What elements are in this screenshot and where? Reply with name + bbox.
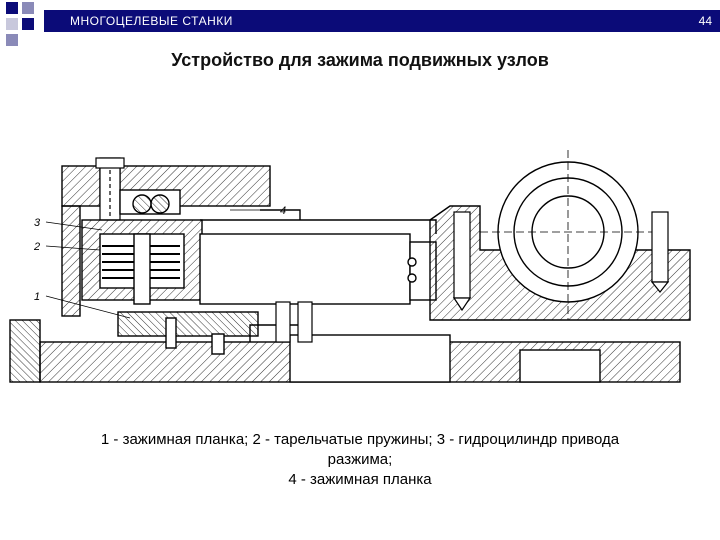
hydraulic-cylinder <box>119 189 181 215</box>
corner-square-4 <box>22 18 34 30</box>
caption-line-2: разжима; <box>327 451 393 468</box>
bearing-studs <box>452 211 670 312</box>
callout-leaders <box>45 209 276 319</box>
corner-square-2 <box>22 2 34 14</box>
clamp-device-drawing: 3 2 1 4 <box>9 150 691 383</box>
bearing-housing <box>429 150 691 321</box>
callout-2: 2 <box>33 241 40 253</box>
caption-line-1: 1 - зажимная планка; 2 - тарельчатые пру… <box>100 431 620 448</box>
machine-bed <box>9 319 681 383</box>
section-title: МНОГОЦЕЛЕВЫЕ СТАНКИ <box>70 14 233 28</box>
corner-square-3 <box>6 18 18 30</box>
carriage-bolts <box>275 301 313 343</box>
header-bar <box>44 10 720 32</box>
callout-4: 4 <box>280 205 286 217</box>
clamp-plate-1 <box>117 311 259 355</box>
figure-caption: 1 - зажимная планка; 2 - тарельчатые пру… <box>20 430 700 490</box>
slide-title: Устройство для зажима подвижных узлов <box>171 50 549 70</box>
page-number: 44 <box>698 14 712 28</box>
corner-square-1 <box>6 2 18 14</box>
corner-square-5 <box>6 34 18 46</box>
callout-1: 1 <box>34 291 40 303</box>
caption-line-3: 4 - зажимная планка <box>288 471 432 488</box>
disc-springs <box>81 219 203 305</box>
top-bolt <box>95 157 125 221</box>
sliding-carriage <box>199 209 437 305</box>
callout-3: 3 <box>34 217 41 229</box>
